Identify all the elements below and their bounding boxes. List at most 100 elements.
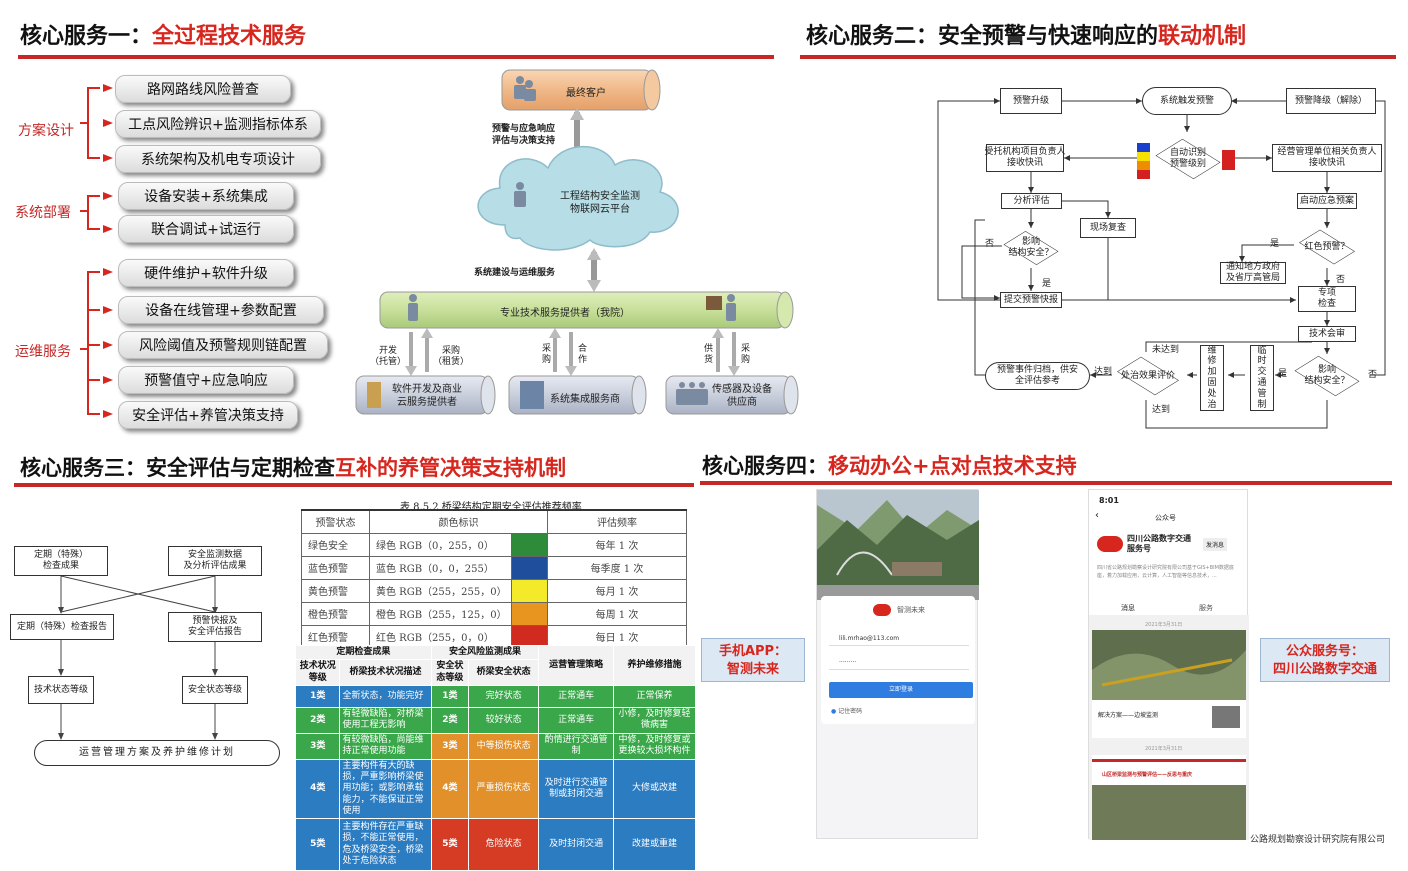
table1-freq: 每年 1 次	[547, 532, 687, 557]
flow-red-alert: 红色预警？	[1292, 226, 1362, 268]
app-user-value: lili.mrhao@113.com	[839, 635, 900, 642]
table2-ops: 酌情进行交通管制	[538, 732, 615, 760]
flow-review: 技术会审	[1298, 326, 1356, 342]
table2-sgrade: 4类	[430, 758, 470, 820]
table2-sstate: 完好状态	[468, 684, 540, 708]
software-provider-label: 软件开发及商业 云服务提供者	[392, 384, 462, 408]
table2-sstate: 中等损伤状态	[468, 732, 540, 760]
inspection-flow-lines	[58, 575, 218, 740]
wx-send-button[interactable]: 发消息	[1203, 538, 1228, 551]
app-login-button[interactable]: 立即登录	[829, 682, 973, 698]
table2-desc: 主要构件有大的缺损，严重影响桥梁使用功能；或影响承载能力，不能保证正常使用	[339, 758, 432, 820]
table2-sgrade: 1类	[430, 684, 470, 708]
app-brand: 智测未来	[897, 606, 925, 614]
strategy-table: 定期检查成果 安全风险监测成果 运营管理策略 养护维修措施 技术状况等级 桥梁技…	[294, 644, 696, 871]
table1-swatch	[511, 578, 548, 603]
section1-title: 核心服务一：全过程技术服务	[20, 18, 306, 50]
app-screenshot: 智测未来 lili.mrhao@113.com ········· 立即登录 ●…	[816, 489, 979, 839]
app-remember[interactable]: ● 记住密码	[831, 706, 862, 715]
table2-sstate: 较好状态	[468, 706, 540, 734]
section4-title-highlight: 移动办公+点对点技术支持	[828, 454, 1077, 478]
section3-title: 核心服务三：安全评估与定期检查互补的养管决策支持机制	[20, 452, 566, 482]
flow-monitor-results: 安全监测数据 及分析评估成果	[168, 546, 262, 576]
table-row: 1类 全新状态，功能完好 1类 完好状态 正常通车 正常保养	[294, 684, 696, 708]
section3-underline	[14, 483, 694, 487]
wx-account-name: 四川公路数字交通 服务号	[1127, 534, 1191, 554]
label-yes: 是	[1042, 279, 1052, 289]
section2-underline	[800, 55, 1396, 59]
wechat-screenshot: 8:01 ‹ 公众号 四川公路数字交通 服务号 发消息 四川省公路规划勘察设计研…	[1088, 489, 1249, 840]
table1-color: 蓝色 RGB（0，0，255）	[369, 555, 512, 580]
service-item: 设备在线管理+参数配置	[118, 296, 324, 324]
table-row: 橙色预警橙色 RGB（255，125，0）每周 1 次	[301, 601, 687, 626]
label-no: 否	[985, 239, 995, 249]
service-item: 系统架构及机电专项设计	[115, 145, 321, 173]
flow-trigger: 系统触发预警	[1142, 87, 1232, 115]
arrow-label-develop: 开发 （托管）	[370, 346, 407, 367]
wx-card[interactable]: 山区桥梁监测与预警评估——反思与重庆	[1092, 755, 1246, 840]
table2-sgrade: 3类	[430, 732, 470, 760]
wx-back-icon[interactable]: ‹	[1095, 510, 1099, 521]
label-yes: 是	[1270, 239, 1280, 249]
table-row: 4类 主要构件有大的缺损，严重影响桥梁使用功能；或影响承载能力，不能保证正常使用…	[294, 758, 696, 820]
service-item: 工点风险辨识+监测指标体系	[115, 110, 321, 138]
flow-safety-grade: 安全状态等级	[182, 676, 248, 704]
integrator-label: 系统集成服务商	[550, 394, 620, 405]
label-no: 否	[1368, 370, 1378, 380]
table2-desc: 全新状态，功能完好	[339, 684, 432, 708]
arrow-label-cooperate: 合 作	[578, 344, 588, 365]
flow-repair: 维 修 加 固 处 治	[1200, 345, 1224, 411]
service-item: 设备安装+系统集成	[118, 182, 294, 210]
app-logo-icon	[873, 604, 891, 616]
arrow-label-decision: 预警与应急响应 评估与决策支持	[492, 124, 556, 146]
cloud-platform-label: 工程结构安全监测 物联网云平台	[560, 191, 640, 215]
group-label-deploy: 系统部署	[15, 205, 71, 221]
section1-title-highlight: 全过程技术服务	[152, 24, 307, 49]
flow-notify: 通知地方政府 及省厅高管局	[1220, 262, 1286, 284]
wx-intro: 四川省公路规划勘察设计研究院有限公司基于GIS+BIM数据底座，着力加载应用，云…	[1097, 565, 1234, 579]
table1-freq: 每季度 1 次	[547, 555, 687, 580]
app-password-input[interactable]: ·········	[829, 656, 969, 670]
flow-special-check: 专项 检查	[1298, 286, 1356, 312]
table2-desc: 有较微缺陷，尚能维持正常使用功能	[339, 732, 432, 760]
sensor-supplier-label: 传感器及设备 供应商	[712, 384, 772, 408]
table2-header: 技术状况等级	[294, 659, 341, 686]
table1-swatch	[511, 624, 548, 649]
wx-tab-messages[interactable]: 消息	[1121, 604, 1135, 612]
table1-color: 黄色 RGB（255，255，0）	[369, 578, 512, 603]
section3-title-highlight: 互补的养管决策支持机制	[335, 456, 566, 480]
table1-state: 蓝色预警	[301, 555, 370, 580]
label-not-reached: 未达到	[1152, 345, 1180, 355]
table2-header: 运营管理策略	[538, 645, 615, 686]
table2-header: 养护维修措施	[613, 645, 696, 686]
table2-maint: 改建或重建	[613, 818, 696, 871]
flow-traffic-control: 临 时 交 通 管 制	[1250, 345, 1274, 411]
label-reached: 达到	[1094, 367, 1113, 377]
flow-entrusted: 受托机构项目负责人 接收快讯	[985, 144, 1066, 172]
table2-ops: 正常通车	[538, 684, 615, 708]
wx-card[interactable]: 解决方案——边坡监测	[1092, 630, 1246, 738]
table2-ops: 及时封闭交通	[538, 818, 615, 871]
wx-card-title: 解决方案——边坡监测	[1098, 712, 1159, 719]
table1-color: 橙色 RGB（255，125，0）	[369, 601, 512, 626]
frequency-table: 预警状态 颜色标识 评估频率 绿色安全绿色 RGB（0，255，0）每年 1 次…	[301, 509, 687, 649]
footer-text: 公路规划勘察设计研究院有限公司	[1250, 835, 1386, 845]
arrow-label-buy: 采 购	[741, 344, 751, 365]
table-row: 红色预警红色 RGB（255，0，0）每日 1 次	[301, 624, 687, 649]
flow-auto-identify: 自动识别 预警级别	[1150, 132, 1226, 186]
provider-label: 专业技术服务提供者（我院）	[500, 308, 630, 319]
table1-color: 绿色 RGB（0，255，0）	[369, 532, 512, 557]
table-row: 5类 主要构件存在严重缺损，不能正常使用，危及桥梁安全，桥梁处于危险状态 5类 …	[294, 818, 696, 871]
service-item: 安全评估+养管决策支持	[118, 401, 298, 429]
service-item: 硬件维护+软件升级	[118, 259, 294, 287]
table2-maint: 小修，及时修复轻微病害	[613, 706, 696, 734]
client-label: 最终客户	[566, 88, 606, 99]
flow-red-alert-text: 红色预警？	[1304, 241, 1350, 252]
table2-ops: 及时进行交通管制或封闭交通	[538, 758, 615, 820]
app-remember-label: 记住密码	[838, 708, 863, 715]
app-user-input[interactable]: lili.mrhao@113.com	[829, 632, 969, 646]
service-item: 风险阈值及预警规则链配置	[118, 331, 328, 359]
wx-tab-services[interactable]: 服务	[1199, 604, 1213, 612]
table-row: 2类 有轻微缺陷，对桥梁使用工程无影响 2类 较好状态 正常通车 小修，及时修复…	[294, 706, 696, 734]
group-label-design: 方案设计	[18, 123, 74, 139]
